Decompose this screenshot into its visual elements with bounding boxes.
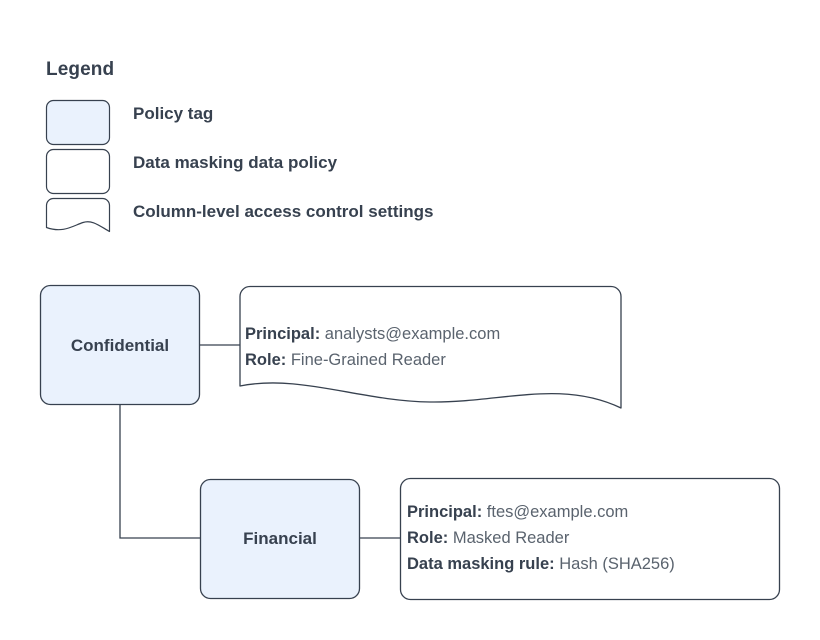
legend-item-label-policy-tag: Policy tag [133,104,214,123]
note-row: Role: Fine-Grained Reader [245,347,500,373]
note-row: Principal: ftes@example.com [407,499,675,525]
note-row-value: ftes@example.com [486,503,629,521]
note-row-value: analysts@example.com [324,325,501,343]
legend-title: Legend [46,59,115,80]
node-confidential[interactable] [39,284,201,406]
note-financial-body: Principal: ftes@example.com Role: Masked… [407,499,675,577]
node-label-confidential: Confidential [70,336,170,355]
legend-swatch-data-masking-policy [45,148,111,195]
note-row: Principal: analysts@example.com [245,321,500,347]
note-confidential-body: Principal: analysts@example.com Role: Fi… [245,321,500,373]
note-row-value: Fine-Grained Reader [290,351,446,369]
note-row-key: Data masking rule: [407,555,555,573]
note-row-value: Masked Reader [452,529,570,547]
legend-swatch-column-level-access [45,197,111,233]
connector-confidential-to-financial [119,405,200,539]
node-financial[interactable] [199,478,361,600]
note-row-value: Hash (SHA256) [559,555,675,573]
note-confidential[interactable] [239,285,622,409]
note-row-key: Role: [245,351,287,369]
note-row: Data masking rule: Hash (SHA256) [407,551,675,577]
legend-item-label-data-masking-policy: Data masking data policy [133,153,338,172]
note-row-key: Principal: [245,325,321,343]
note-row: Role: Masked Reader [407,525,675,551]
node-label-financial: Financial [243,529,317,548]
legend-swatch-policy-tag [45,99,111,146]
note-financial[interactable] [399,477,781,601]
note-row-key: Role: [407,529,449,547]
note-row-key: Principal: [407,503,483,521]
legend-item-label-column-level-access: Column-level access control settings [133,202,434,221]
